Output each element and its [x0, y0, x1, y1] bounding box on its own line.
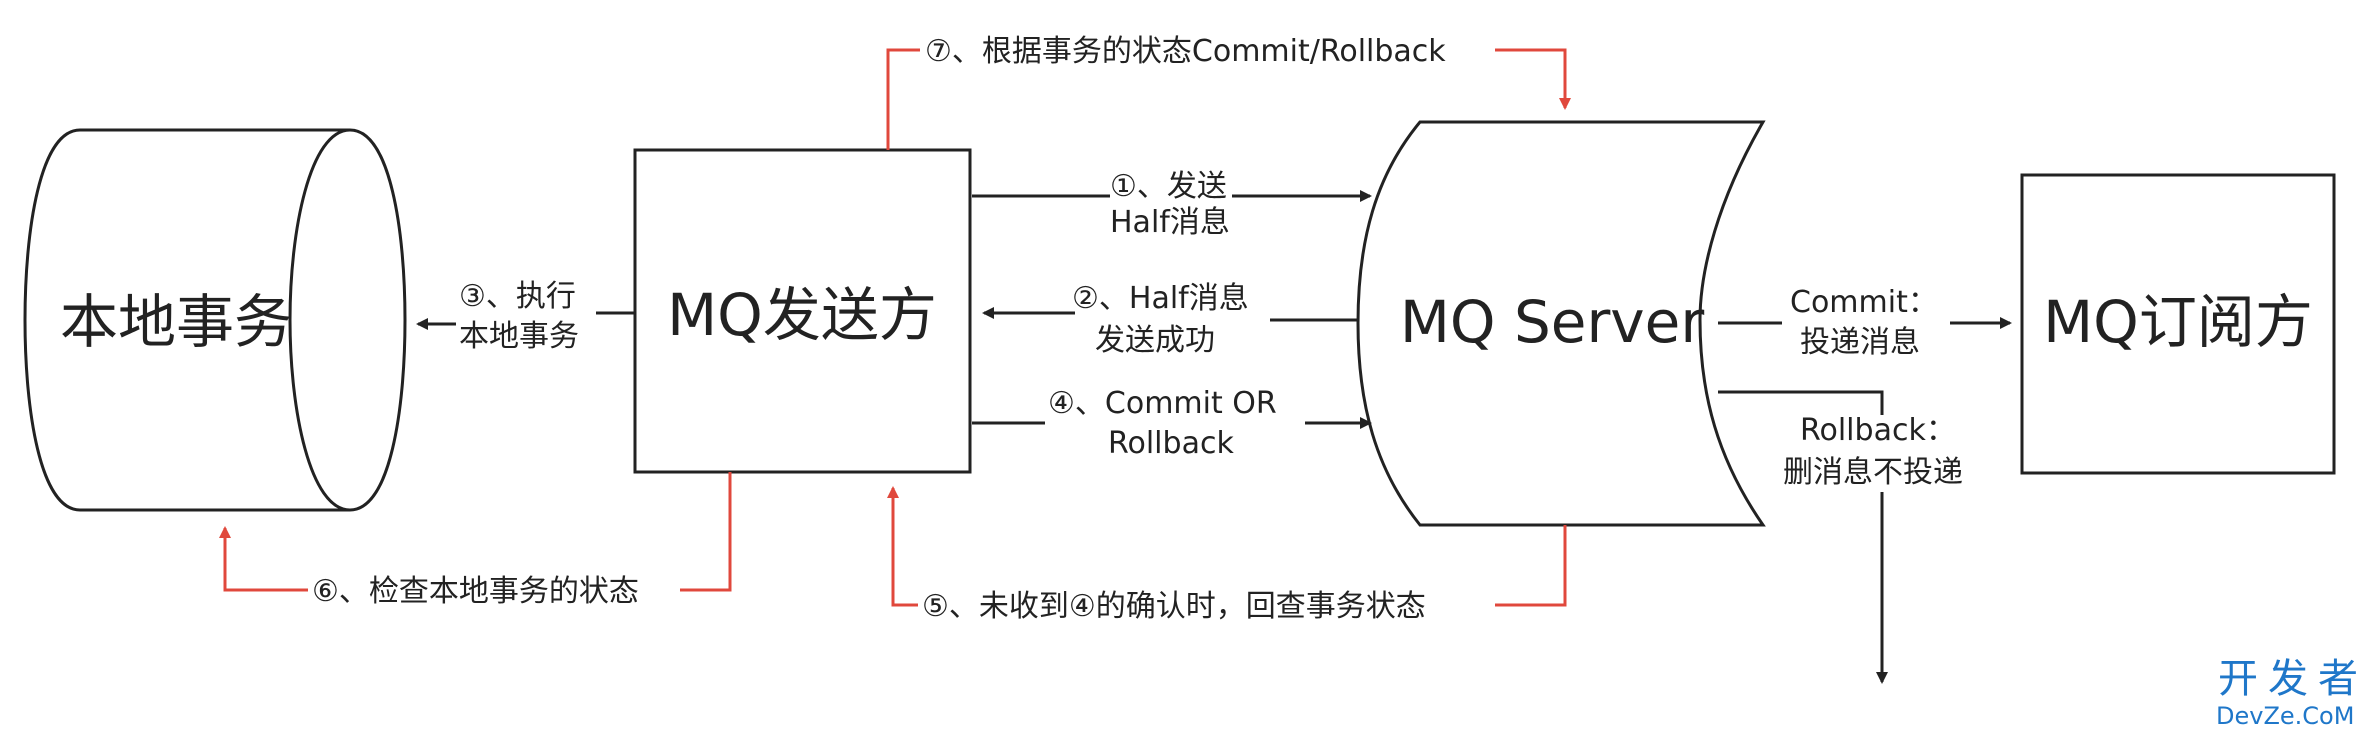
- step-2-label-line1: ②、Half消息: [1072, 281, 1249, 316]
- edge-step-2: ②、Half消息 发送成功: [982, 281, 1358, 358]
- edge-rollback-line-a: [1718, 390, 1884, 415]
- mq-subscriber-node: MQ订阅方: [2020, 173, 2336, 475]
- edge-step-7-line-a: [886, 48, 920, 150]
- edge-step-6: ⑥、检查本地事务的状态: [219, 472, 732, 609]
- mq-server-shape: [1356, 120, 1766, 527]
- step-6-label: ⑥、检查本地事务的状态: [312, 574, 639, 609]
- step-4-label-line2: Rollback: [1108, 426, 1234, 461]
- mq-subscriber-box: [2020, 173, 2336, 475]
- watermark-line2: DevZe.CoM: [2216, 702, 2354, 730]
- local-transaction-cylinder-face: [288, 128, 351, 512]
- step-3-label-line2: 本地事务: [459, 319, 579, 354]
- step-4-label-line1: ④、Commit OR: [1048, 386, 1277, 421]
- edge-rollback: Rollback： 删消息不投递: [1718, 390, 1963, 684]
- step-1-label-line1: ①、发送: [1110, 169, 1227, 204]
- step-5-label: ⑤、未收到④的确认时，回查事务状态: [922, 589, 1426, 624]
- rollback-label-line2: 删消息不投递: [1783, 455, 1963, 490]
- watermark: 开发者 DevZe.CoM: [2216, 656, 2368, 730]
- local-transaction-node: 本地事务: [23, 128, 407, 512]
- rollback-label-line1: Rollback：: [1800, 413, 1956, 448]
- edge-step-7-line-b: [1495, 48, 1571, 110]
- edge-step-6-line-a: [680, 472, 732, 592]
- step-7-label: ⑦、根据事务的状态Commit/Rollback: [925, 34, 1446, 69]
- mq-subscriber-label: MQ订阅方: [2043, 288, 2313, 356]
- commit-label-line1: Commit：: [1790, 285, 1938, 320]
- edge-step-3: ③、执行 本地事务: [416, 279, 635, 354]
- edge-step-6-line-b: [219, 526, 308, 592]
- mq-server-label: MQ Server: [1400, 288, 1704, 356]
- edge-step-5-line-a: [1495, 525, 1567, 607]
- mq-sender-node: MQ发送方: [633, 148, 972, 474]
- edge-step-5-line-b: [887, 486, 918, 607]
- watermark-line1: 开发者: [2218, 656, 2368, 702]
- edge-step-4: ④、Commit OR Rollback: [972, 386, 1372, 461]
- step-3-label-line1: ③、执行: [459, 279, 576, 314]
- edge-step-5: ⑤、未收到④的确认时，回查事务状态: [887, 486, 1567, 624]
- commit-label-line2: 投递消息: [1800, 325, 1920, 360]
- edge-step-7: ⑦、根据事务的状态Commit/Rollback: [886, 34, 1571, 150]
- mq-sender-label: MQ发送方: [667, 281, 937, 349]
- mq-server-node: MQ Server: [1356, 120, 1766, 527]
- step-2-label-line2: 发送成功: [1095, 323, 1215, 358]
- step-1-label-line2: Half消息: [1110, 205, 1230, 240]
- edge-commit: Commit： 投递消息: [1718, 285, 2012, 360]
- mq-sender-box: [633, 148, 972, 474]
- edge-step-1: ①、发送 Half消息: [972, 169, 1372, 240]
- local-transaction-label: 本地事务: [60, 288, 292, 356]
